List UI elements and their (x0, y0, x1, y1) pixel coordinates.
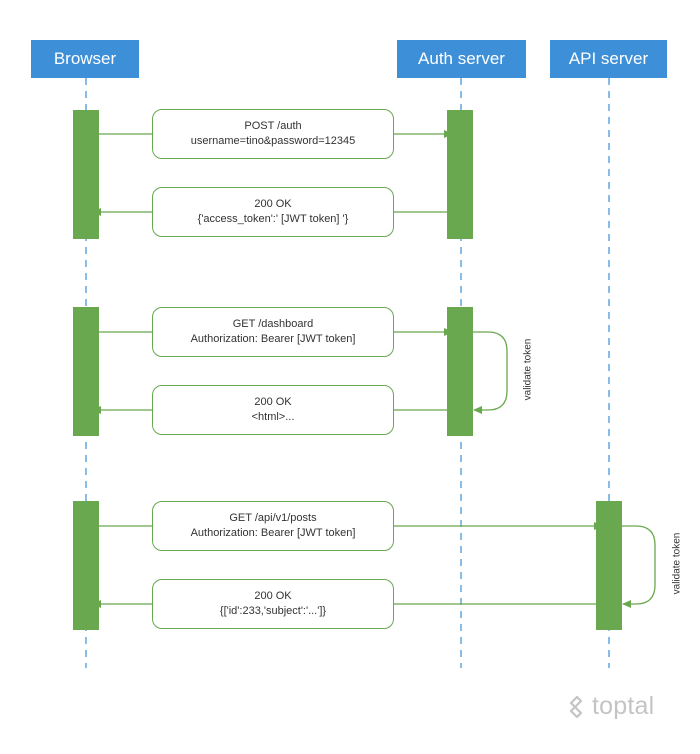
message-header: Authorization: Bearer [JWT token] (190, 527, 356, 539)
message-get-posts: GET /api/v1/posts Authorization: Bearer … (152, 501, 394, 551)
message-body: username=tino&password=12345 (190, 135, 356, 147)
actor-browser: Browser (31, 40, 139, 78)
validate-token-label-auth: validate token (522, 338, 534, 401)
message-body: {'access_token':' [JWT token] '} (197, 213, 349, 225)
toptal-mark-icon (569, 695, 583, 718)
self-call-auth (473, 331, 508, 414)
browser-activation-1 (73, 110, 99, 239)
message-method: POST /auth (244, 120, 302, 132)
toptal-logo: toptal (568, 692, 654, 721)
message-method: GET /api/v1/posts (229, 512, 317, 524)
actor-api-server: API server (550, 40, 667, 78)
browser-activation-3 (73, 501, 99, 630)
actor-auth-server: Auth server (397, 40, 526, 78)
message-status: 200 OK (254, 198, 292, 210)
message-dashboard-response: 200 OK <html>... (152, 385, 394, 435)
message-method: GET /dashboard (232, 318, 314, 330)
auth-activation-1 (447, 110, 473, 239)
message-post-auth: POST /auth username=tino&password=12345 (152, 109, 394, 159)
message-posts-response: 200 OK {['id':233,'subject':'...']} (152, 579, 394, 629)
browser-activation-2 (73, 307, 99, 436)
toptal-logo-text: toptal (592, 692, 655, 720)
message-auth-response: 200 OK {'access_token':' [JWT token] '} (152, 187, 394, 237)
auth-activation-2 (447, 307, 473, 436)
api-activation-1 (596, 501, 622, 630)
message-body: {['id':233,'subject':'...']} (219, 605, 327, 617)
validate-token-label-api: validate token (671, 532, 683, 595)
message-get-dashboard: GET /dashboard Authorization: Bearer [JW… (152, 307, 394, 357)
message-header: Authorization: Bearer [JWT token] (190, 333, 356, 345)
self-call-api (622, 525, 656, 608)
message-status: 200 OK (254, 590, 292, 602)
message-status: 200 OK (254, 396, 292, 408)
message-body: <html>... (251, 411, 295, 423)
